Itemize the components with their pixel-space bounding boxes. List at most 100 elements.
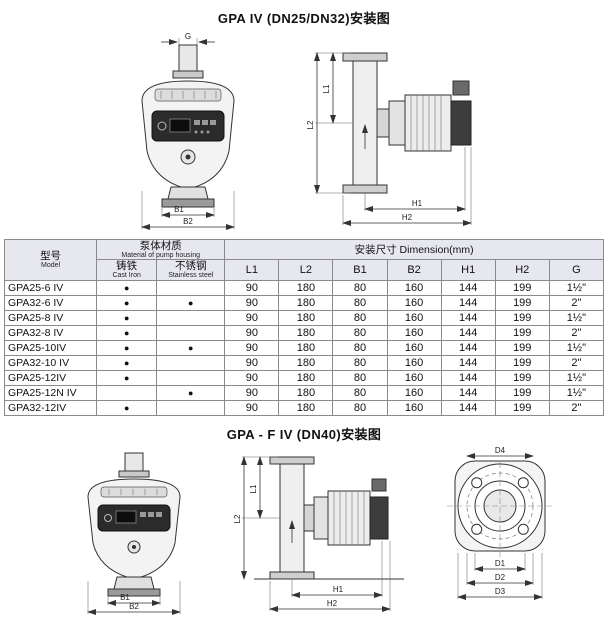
dim-cell: 199 bbox=[494, 294, 550, 311]
dim-cell: 160 bbox=[386, 369, 442, 386]
stainless-dot-cell bbox=[156, 399, 226, 416]
stainless-dot-cell bbox=[156, 279, 226, 296]
pump-top-port bbox=[118, 452, 149, 478]
dim-cell: 1½" bbox=[548, 384, 605, 401]
cast-iron-dot-cell: ● bbox=[96, 369, 158, 386]
d1-dimension: D1 bbox=[473, 552, 526, 572]
dim-cell: 144 bbox=[440, 399, 496, 416]
dim-cell: 144 bbox=[440, 384, 496, 401]
col-header-model: 型号 Model bbox=[3, 239, 98, 281]
model-cell: GPA25-12IV bbox=[3, 369, 98, 386]
col-header-b1: B1 bbox=[332, 259, 388, 281]
control-panel bbox=[97, 504, 170, 532]
col-header-h1: H1 bbox=[440, 259, 496, 281]
motor-assembly bbox=[303, 478, 388, 546]
dim-cell: 180 bbox=[278, 324, 334, 341]
stainless-dot-cell bbox=[156, 369, 226, 386]
col-header-h2: H2 bbox=[494, 259, 550, 281]
cast-iron-dot-cell bbox=[96, 384, 158, 401]
col-header-l2: L2 bbox=[278, 259, 334, 281]
dim-cell: 144 bbox=[440, 309, 496, 326]
cast-iron-dot-cell: ● bbox=[96, 354, 158, 371]
l2-dimension: L2 bbox=[233, 455, 247, 580]
dim-cell: 2" bbox=[548, 399, 605, 416]
dimension-label-l2: L2 bbox=[233, 514, 242, 523]
dim-cell: 90 bbox=[224, 369, 280, 386]
dim-cell: 199 bbox=[494, 354, 550, 371]
pipe-assembly bbox=[342, 52, 388, 194]
dim-cell: 80 bbox=[332, 384, 388, 401]
dimension-label-h1: H1 bbox=[412, 199, 423, 208]
dim-cell: 90 bbox=[224, 324, 280, 341]
col-header-b2: B2 bbox=[386, 259, 442, 281]
pump-bottom-port bbox=[107, 576, 160, 597]
dim-cell: 160 bbox=[386, 324, 442, 341]
b2-dimension: B2 bbox=[86, 580, 181, 615]
stainless-dot-cell bbox=[156, 354, 226, 371]
dim-cell: 180 bbox=[278, 279, 334, 296]
bolt-hole bbox=[517, 477, 529, 489]
dim-cell: 199 bbox=[494, 279, 550, 296]
dim-cell: 199 bbox=[494, 384, 550, 401]
dim-cell: 180 bbox=[278, 384, 334, 401]
pipe-assembly bbox=[253, 456, 404, 580]
bolt-hole bbox=[470, 523, 482, 535]
stainless-dot-cell bbox=[156, 324, 226, 341]
d2-dimension: D2 bbox=[465, 552, 534, 586]
col-header-material: 泵体材质 Material of pump housing bbox=[96, 238, 226, 261]
dim-cell: 160 bbox=[386, 384, 442, 401]
dimension-label-d3: D3 bbox=[494, 587, 505, 596]
h1-dimension: H1 bbox=[364, 147, 466, 212]
pump-f-front-view-diagram: B1 B2 bbox=[86, 452, 181, 615]
cast-iron-dot-cell: ● bbox=[96, 324, 158, 341]
dim-cell: 1½" bbox=[548, 309, 605, 326]
dim-cell: 1½" bbox=[548, 279, 605, 296]
dimension-header: 安装尺寸 Dimension(mm) bbox=[354, 243, 474, 256]
dimension-label-g: G bbox=[185, 32, 191, 41]
b1-dimension: B1 bbox=[161, 205, 215, 218]
dim-cell: 199 bbox=[494, 399, 550, 416]
page-title-top: GPA IV (DN25/DN32)安装图 bbox=[217, 11, 391, 26]
dim-cell: 199 bbox=[494, 324, 550, 341]
dim-cell: 199 bbox=[494, 339, 550, 356]
h2-dimension: H2 bbox=[342, 147, 472, 226]
pump-bottom-port bbox=[161, 186, 215, 208]
stainless-dot-cell: ● bbox=[156, 294, 226, 311]
model-cell: GPA25-6 IV bbox=[3, 279, 98, 296]
dim-cell: 199 bbox=[494, 309, 550, 326]
dimension-label-l1: L1 bbox=[322, 84, 331, 93]
pump-f-side-view-diagram: L1 L2 H1 H2 bbox=[233, 455, 404, 612]
dim-cell: 160 bbox=[386, 354, 442, 371]
dim-cell: 144 bbox=[440, 354, 496, 371]
dimension-label-d4: D4 bbox=[494, 447, 505, 455]
cast-iron-dot-cell: ● bbox=[96, 339, 158, 356]
d4-dimension: D4 bbox=[465, 447, 534, 459]
model-header-zh: 型号 bbox=[40, 250, 62, 263]
dim-cell: 180 bbox=[278, 309, 334, 326]
dim-cell: 144 bbox=[440, 279, 496, 296]
dim-cell: 180 bbox=[278, 354, 334, 371]
dim-cell: 80 bbox=[332, 339, 388, 356]
bolt-hole bbox=[470, 477, 482, 489]
dimension-label-h2: H2 bbox=[402, 213, 413, 222]
page-title-bottom: GPA - F IV (DN40)安装图 bbox=[226, 426, 382, 442]
model-cell: GPA32-6 IV bbox=[3, 294, 98, 311]
selector-knob bbox=[180, 149, 196, 165]
dimension-label-d2: D2 bbox=[494, 573, 505, 582]
cast-iron-dot-cell: ● bbox=[96, 279, 158, 296]
stainless-dot-cell bbox=[156, 309, 226, 326]
dim-cell: 180 bbox=[278, 399, 334, 416]
b2-dimension: B2 bbox=[141, 191, 235, 230]
dim-cell: 144 bbox=[440, 339, 496, 356]
dim-cell: 144 bbox=[440, 324, 496, 341]
dimension-label-b1: B1 bbox=[120, 593, 130, 602]
dim-cell: 90 bbox=[224, 339, 280, 356]
dim-cell: 80 bbox=[332, 324, 388, 341]
dim-cell: 180 bbox=[278, 294, 334, 311]
d3-dimension: D3 bbox=[456, 552, 543, 600]
